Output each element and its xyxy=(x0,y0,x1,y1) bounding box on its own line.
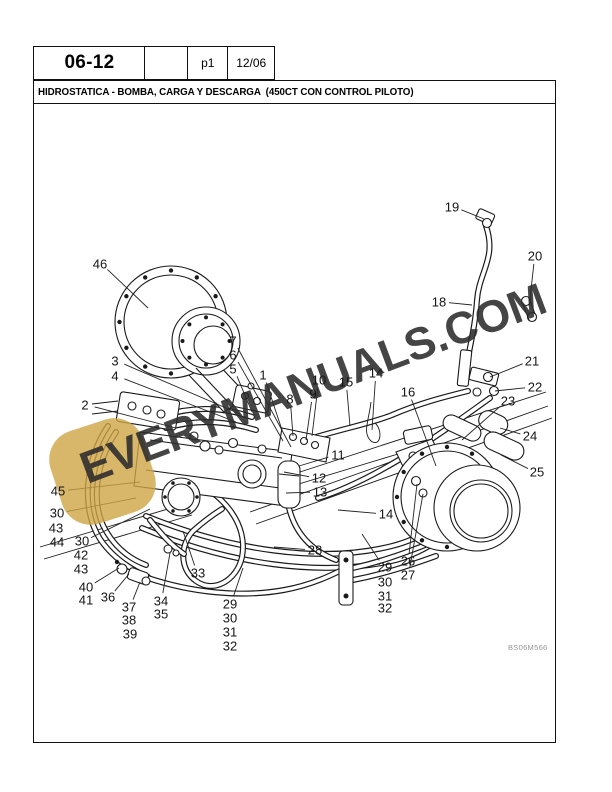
figure-code: BS06M566 xyxy=(508,643,548,652)
callout-15: 15 xyxy=(338,374,354,390)
callout-43: 43 xyxy=(73,561,89,577)
callout-25: 25 xyxy=(529,464,545,480)
callout-45: 45 xyxy=(50,483,66,499)
callout-29: 29 xyxy=(222,596,238,612)
callout-27: 27 xyxy=(400,567,416,583)
callout-24: 24 xyxy=(522,428,538,444)
callout-30: 30 xyxy=(74,533,90,549)
callout-16: 16 xyxy=(400,384,416,400)
callout-4: 4 xyxy=(111,368,119,384)
callout-14: 14 xyxy=(368,365,384,381)
revision-date-text: 12/06 xyxy=(236,56,267,70)
callout-9: 9 xyxy=(309,386,317,402)
callout-3: 3 xyxy=(111,353,119,369)
header-blank-cell xyxy=(144,46,189,80)
callout-40: 40 xyxy=(78,579,94,595)
revision-date-cell: 12/06 xyxy=(227,46,276,80)
section-title: HIDROSTATICA - BOMBA, CARGA Y DESCARGA (… xyxy=(38,86,414,98)
callout-33: 33 xyxy=(190,565,206,581)
section-page-code-text: 06-12 xyxy=(64,52,115,73)
callout-12: 12 xyxy=(311,470,327,486)
callout-32: 32 xyxy=(222,638,238,654)
callout-28: 28 xyxy=(307,542,323,558)
callout-7: 7 xyxy=(229,333,237,349)
callout-18: 18 xyxy=(431,294,447,310)
callout-20: 20 xyxy=(527,248,543,264)
callout-6: 6 xyxy=(229,347,237,363)
callout-42: 42 xyxy=(73,547,89,563)
callout-31: 31 xyxy=(377,588,393,604)
callout-22: 22 xyxy=(527,379,543,395)
callout-13: 13 xyxy=(312,484,328,500)
callout-37: 37 xyxy=(121,599,137,615)
callout-10: 10 xyxy=(311,372,327,388)
callout-5: 5 xyxy=(229,361,237,377)
callout-14: 14 xyxy=(378,506,394,522)
callout-26: 26 xyxy=(400,553,416,569)
callout-35: 35 xyxy=(153,606,169,622)
callout-19: 19 xyxy=(444,199,460,215)
callout-36: 36 xyxy=(100,589,116,605)
callout-21: 21 xyxy=(524,353,540,369)
callout-23: 23 xyxy=(500,393,516,409)
callout-30: 30 xyxy=(49,505,65,521)
callout-30: 30 xyxy=(222,610,238,626)
title-bar: HIDROSTATICA - BOMBA, CARGA Y DESCARGA (… xyxy=(34,81,555,104)
header-table: 06-12 p1 12/06 xyxy=(33,46,276,80)
section-page-code: 06-12 xyxy=(33,46,146,80)
callout-8: 8 xyxy=(286,391,294,407)
callout-1: 1 xyxy=(259,367,267,383)
callout-41: 41 xyxy=(78,592,94,608)
callout-31: 31 xyxy=(222,624,238,640)
callout-2: 2 xyxy=(81,397,89,413)
callout-43: 43 xyxy=(48,520,64,536)
callout-11: 11 xyxy=(331,447,345,463)
callout-34: 34 xyxy=(153,593,169,609)
callout-38: 38 xyxy=(121,612,137,628)
callout-29: 29 xyxy=(377,559,393,575)
callout-46: 46 xyxy=(92,256,108,272)
page-number-text: p1 xyxy=(201,56,215,70)
callout-44: 44 xyxy=(49,534,65,550)
callout-30: 30 xyxy=(377,574,393,590)
callout-32: 32 xyxy=(377,600,393,616)
callout-39: 39 xyxy=(122,626,138,642)
